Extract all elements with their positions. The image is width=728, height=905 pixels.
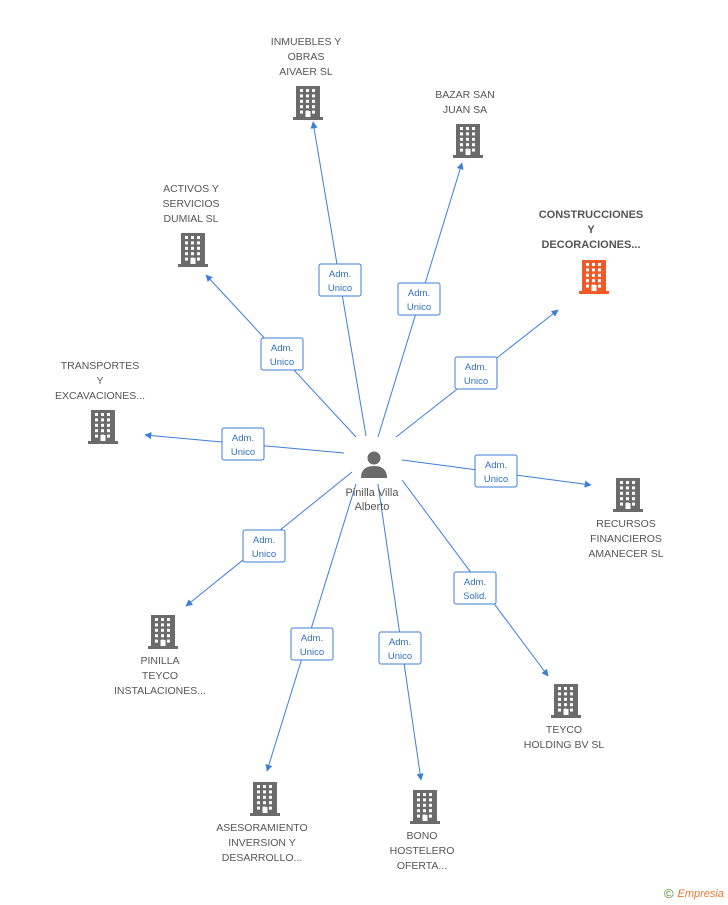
company-label-construcciones-1: CONSTRUCCIONES: [539, 209, 644, 221]
relation-badge-teyco[interactable]: Adm. Solid.: [453, 571, 497, 605]
person-node[interactable]: Pinilla Villa Alberto: [346, 451, 400, 514]
relation-text-bazar-2: Unico: [407, 302, 431, 313]
company-label-bazar-2: JUAN SA: [443, 104, 487, 116]
brand-name: Empresia: [677, 887, 724, 900]
building-icon: [148, 615, 178, 649]
footer-brand[interactable]: © Empresia: [664, 886, 724, 901]
building-icon: [250, 782, 280, 816]
building-icon: [410, 790, 440, 824]
relation-badge-construcciones[interactable]: Adm. Unico: [454, 356, 498, 390]
company-label-activos-2: SERVICIOS: [163, 198, 220, 210]
relation-badge-bono[interactable]: Adm. Unico: [378, 631, 422, 665]
relation-badge-pinilla[interactable]: Adm. Unico: [242, 529, 286, 563]
relation-badge-asesoramiento[interactable]: Adm. Unico: [290, 627, 334, 661]
building-icon: [293, 86, 323, 120]
company-node-inmuebles[interactable]: INMUEBLES Y OBRAS AIVAER SL: [271, 36, 341, 120]
company-label-activos-1: ACTIVOS Y: [163, 183, 219, 195]
relation-text-teyco-2: Solid.: [463, 591, 487, 602]
relation-text-activos-2: Unico: [270, 357, 294, 368]
relation-badge-bazar[interactable]: Adm. Unico: [397, 282, 441, 316]
relation-text-inmuebles-2: Unico: [328, 283, 352, 294]
building-icon: [88, 410, 118, 444]
company-label-construcciones-2: Y: [587, 224, 595, 236]
company-label-activos-3: DUMIAL SL: [163, 213, 218, 225]
relation-badge-activos[interactable]: Adm. Unico: [260, 337, 304, 371]
building-icon: [453, 124, 483, 158]
company-label-inmuebles-2: OBRAS: [288, 51, 325, 63]
company-node-bazar[interactable]: BAZAR SAN JUAN SA: [435, 89, 495, 158]
relation-text-pinilla-1: Adm.: [253, 535, 275, 546]
company-label-bazar-1: BAZAR SAN: [435, 89, 495, 101]
company-label-transportes-1: TRANSPORTES: [61, 360, 140, 372]
company-node-activos[interactable]: ACTIVOS Y SERVICIOS DUMIAL SL: [163, 183, 220, 267]
company-label-transportes-2: Y: [96, 375, 103, 387]
relation-badge-transportes[interactable]: Adm. Unico: [221, 427, 265, 461]
relation-text-bono-1: Adm.: [389, 637, 411, 648]
company-label-teyco-2: HOLDING BV SL: [524, 739, 605, 751]
company-node-pinilla[interactable]: PINILLA TEYCO INSTALACIONES...: [114, 615, 206, 697]
company-label-bono-3: OFERTA...: [397, 860, 447, 872]
building-icon: [579, 260, 609, 294]
relation-badge-recursos[interactable]: Adm. Unico: [474, 454, 518, 488]
copyright-icon: ©: [663, 886, 674, 901]
company-label-bono-2: HOSTELERO: [390, 845, 455, 857]
company-label-bono-1: BONO: [407, 830, 438, 842]
relation-text-transportes-2: Unico: [231, 447, 255, 458]
company-label-pinilla-1: PINILLA: [140, 655, 179, 667]
relation-text-transportes-1: Adm.: [232, 433, 254, 444]
building-icon: [613, 478, 643, 512]
company-label-inmuebles-1: INMUEBLES Y: [271, 36, 341, 48]
building-icon: [178, 233, 208, 267]
relation-text-asesoramiento-2: Unico: [300, 647, 324, 658]
company-node-construcciones[interactable]: CONSTRUCCIONES Y DECORACIONES...: [539, 209, 644, 294]
relation-text-asesoramiento-1: Adm.: [301, 633, 323, 644]
company-label-pinilla-2: TEYCO: [142, 670, 178, 682]
company-label-recursos-1: RECURSOS: [596, 518, 656, 530]
relation-text-pinilla-2: Unico: [252, 549, 276, 560]
relation-text-teyco-1: Adm.: [464, 577, 486, 588]
relation-text-construcciones-1: Adm.: [465, 362, 487, 373]
person-name-line-2: Alberto: [355, 501, 390, 513]
company-label-recursos-2: FINANCIEROS: [590, 533, 662, 545]
relation-text-activos-1: Adm.: [271, 343, 293, 354]
company-label-construcciones-3: DECORACIONES...: [541, 239, 640, 251]
company-label-transportes-3: EXCAVACIONES...: [55, 390, 145, 402]
company-node-asesoramiento[interactable]: ASESORAMIENTO INVERSION Y DESARROLLO...: [216, 782, 308, 864]
company-label-pinilla-3: INSTALACIONES...: [114, 685, 206, 697]
company-label-asesoramiento-3: DESARROLLO...: [222, 852, 303, 864]
company-node-recursos[interactable]: RECURSOS FINANCIEROS AMANECER SL: [588, 478, 664, 560]
company-label-asesoramiento-2: INVERSION Y: [228, 837, 296, 849]
relation-badge-inmuebles[interactable]: Adm. Unico: [318, 263, 362, 297]
company-label-teyco-1: TEYCO: [546, 724, 582, 736]
company-node-bono[interactable]: BONO HOSTELERO OFERTA...: [390, 790, 455, 872]
company-label-asesoramiento-1: ASESORAMIENTO: [216, 822, 307, 834]
company-node-transportes[interactable]: TRANSPORTES Y EXCAVACIONES...: [55, 360, 145, 444]
relation-text-recursos-2: Unico: [484, 474, 508, 485]
relation-text-bono-2: Unico: [388, 651, 412, 662]
person-icon: [361, 451, 387, 478]
relation-text-inmuebles-1: Adm.: [329, 269, 351, 280]
building-icon: [551, 684, 581, 718]
relation-text-bazar-1: Adm.: [408, 288, 430, 299]
company-node-teyco[interactable]: TEYCO HOLDING BV SL: [524, 684, 605, 751]
person-name-line-1: Pinilla Villa: [346, 487, 400, 499]
relation-text-construcciones-2: Unico: [464, 376, 488, 387]
company-label-recursos-3: AMANECER SL: [588, 548, 663, 560]
relation-text-recursos-1: Adm.: [485, 460, 507, 471]
company-label-inmuebles-3: AIVAER SL: [279, 66, 333, 78]
